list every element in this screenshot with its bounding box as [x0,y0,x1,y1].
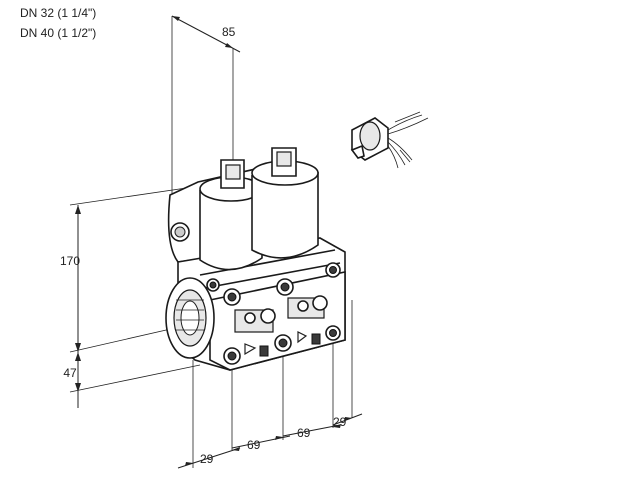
dim-29-left: 29 [200,452,214,466]
dimension-lines [69,15,363,469]
dim-170: 170 [60,254,80,268]
dim-69-left: 69 [247,438,261,452]
cable-connector [350,111,429,169]
dim-29-right: 29 [333,415,347,429]
header-line-dn32: DN 32 (1 1/4") [20,6,97,20]
header-line-dn40: DN 40 (1 1/2") [20,26,97,40]
valve-body [165,147,346,371]
dim-47: 47 [63,366,77,380]
dim-69-right: 69 [297,426,311,440]
dim-85: 85 [222,25,236,39]
